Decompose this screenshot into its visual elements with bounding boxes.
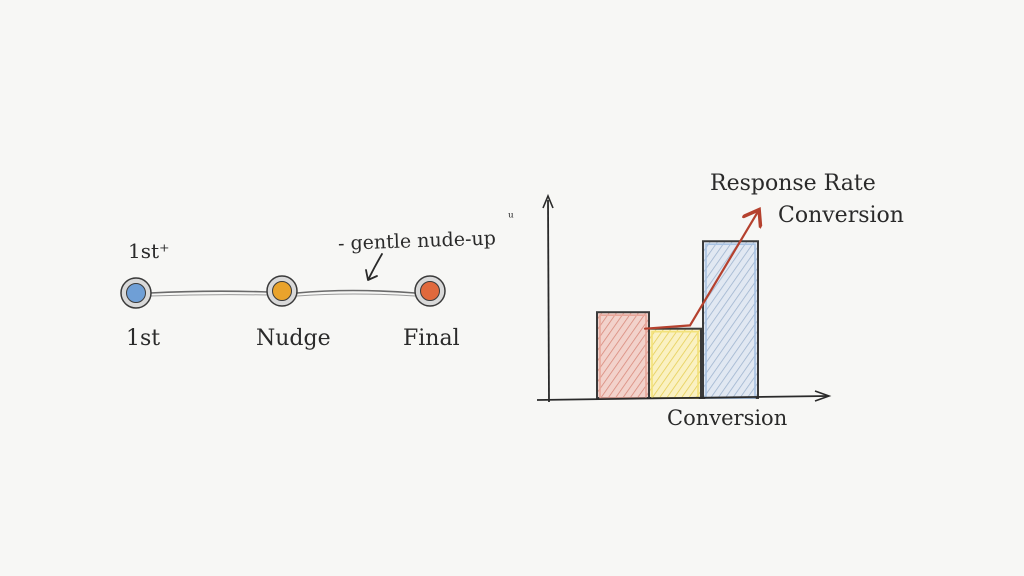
- chart-bars: [596, 240, 759, 400]
- timeline-line-segment: [296, 293, 416, 297]
- stage-label-final: Final: [403, 326, 460, 351]
- bar-1: [596, 311, 650, 400]
- bar-2: [648, 327, 702, 400]
- trend-arrow: [643, 212, 758, 330]
- x-axis-arrow: [814, 390, 832, 402]
- timeline-line-segment: [149, 290, 269, 294]
- y-axis: [547, 199, 550, 403]
- stage-dot-nudge: [272, 281, 292, 301]
- nudge-timeline: 1st⁺ - gentle nude-up ᵘ 1st Nudge: [120, 210, 514, 351]
- stage-node-final: [414, 275, 446, 307]
- stage-dot-1st: [126, 283, 146, 303]
- timeline-line-segment: [149, 294, 269, 297]
- stage-label-nudge: Nudge: [256, 326, 331, 351]
- stage-node-nudge: [266, 275, 298, 307]
- x-axis: [536, 395, 829, 401]
- stage-label-1st: 1st: [126, 326, 160, 351]
- timeline-top-note: 1st⁺: [128, 239, 170, 263]
- x-axis-label: Conversion: [667, 406, 787, 430]
- y-axis-arrow: [542, 193, 554, 209]
- timeline-annotation: - gentle nude-up: [338, 227, 496, 254]
- stage-node-1st: [120, 277, 152, 309]
- chart-title-line2: Conversion: [778, 203, 904, 228]
- chart-title-line1: Response Rate: [710, 171, 876, 196]
- annotation-arrow: [365, 253, 383, 281]
- stage-dot-final: [420, 281, 440, 301]
- timeline-annotation-mark: ᵘ: [508, 210, 514, 226]
- timeline-line-segment: [296, 289, 416, 294]
- bar-3: [702, 240, 759, 399]
- response-rate-chart: Response Rate Conversion Conversion: [536, 171, 904, 430]
